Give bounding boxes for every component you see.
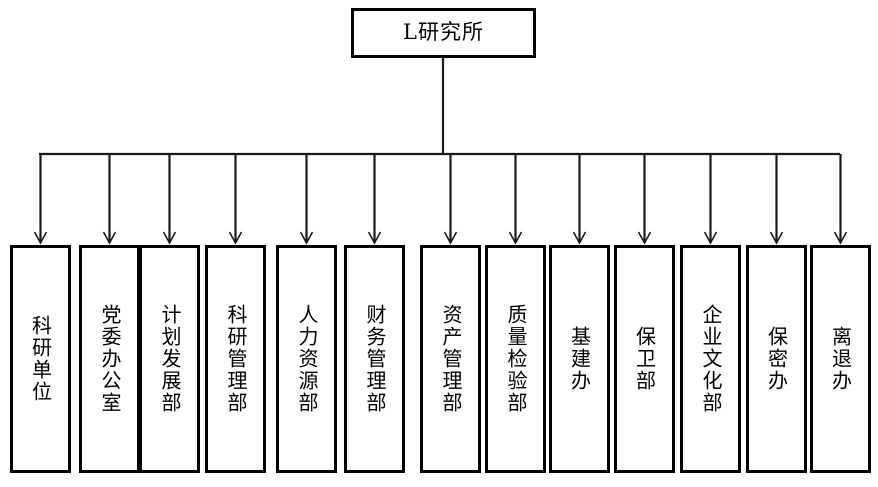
- department-node-label: 企业文化部: [699, 304, 723, 414]
- department-node-d7[interactable]: 资产管理部: [420, 245, 481, 473]
- department-node-label: 离退办: [828, 326, 853, 392]
- department-node-d5[interactable]: 人力资源部: [276, 245, 337, 473]
- department-node-label: 保密办: [764, 326, 789, 392]
- department-node-d13[interactable]: 离退办: [810, 245, 871, 473]
- department-node-d11[interactable]: 企业文化部: [680, 245, 741, 473]
- department-node-label: 党委办公室: [98, 304, 122, 414]
- department-node-label: 财务管理部: [363, 304, 387, 414]
- department-node-label: 人力资源部: [295, 304, 319, 414]
- department-node-d4[interactable]: 科研管理部: [205, 245, 266, 473]
- department-node-d10[interactable]: 保卫部: [614, 245, 675, 473]
- department-node-d6[interactable]: 财务管理部: [344, 245, 405, 473]
- department-node-d2[interactable]: 党委办公室: [79, 245, 140, 473]
- department-node-label: 质量检验部: [504, 304, 528, 414]
- department-node-d12[interactable]: 保密办: [746, 245, 807, 473]
- department-node-d3[interactable]: 计划发展部: [139, 245, 200, 473]
- department-node-label: 保卫部: [632, 326, 657, 392]
- department-node-d9[interactable]: 基建办: [549, 245, 610, 473]
- department-node-label: 基建办: [567, 326, 592, 392]
- department-node-d8[interactable]: 质量检验部: [485, 245, 546, 473]
- department-node-label: 科研单位: [28, 315, 53, 403]
- department-node-label: 资产管理部: [439, 304, 463, 414]
- department-node-d1[interactable]: 科研单位: [10, 245, 71, 473]
- department-node-label: 计划发展部: [158, 304, 182, 414]
- root-node-label: L研究所: [403, 20, 484, 45]
- department-node-label: 科研管理部: [224, 304, 248, 414]
- root-node-box[interactable]: L研究所: [351, 8, 536, 58]
